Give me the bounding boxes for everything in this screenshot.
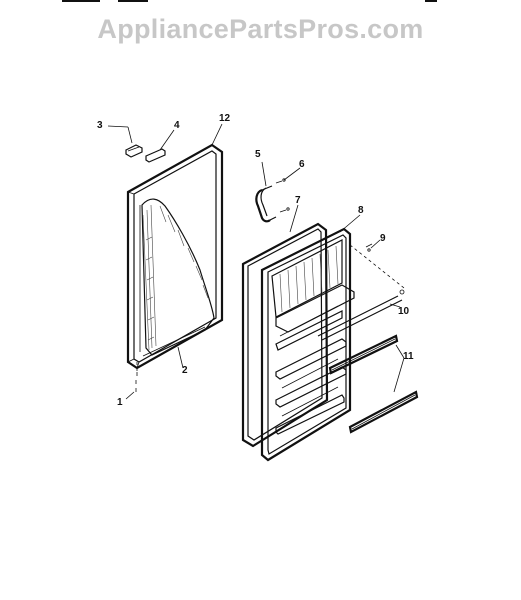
top-edge-rule-left — [62, 0, 100, 2]
callout-2: 2 — [182, 365, 188, 376]
callout-1: 1 — [117, 397, 123, 408]
callout-8: 8 — [358, 205, 364, 216]
callout-7: 7 — [295, 195, 301, 206]
door-insulation-liner — [139, 198, 215, 357]
door-handle — [255, 185, 277, 223]
callout-6: 6 — [299, 159, 305, 170]
assembly-guide-lines — [136, 244, 405, 372]
door-insert-part-3 — [125, 144, 143, 158]
callout-9: 9 — [380, 233, 386, 244]
handle-screws — [275, 178, 290, 213]
shelf-rod-part-10 — [317, 289, 405, 341]
callout-5: 5 — [255, 149, 261, 160]
screw-part-1 — [135, 372, 138, 392]
top-edge-rule-mid — [118, 0, 148, 2]
callout-10: 10 — [398, 306, 410, 317]
door-insert-part-4 — [145, 148, 166, 163]
door-gasket — [241, 222, 329, 448]
watermark-text: AppliancePartsPros.com — [97, 14, 424, 44]
door-stop-part-9 — [365, 243, 373, 252]
callout-3: 3 — [97, 120, 103, 131]
callout-4: 4 — [174, 120, 180, 131]
callout-12: 12 — [219, 113, 231, 124]
outer-door-panel — [126, 143, 224, 370]
shelf-bar-lower — [348, 390, 419, 434]
callout-11: 11 — [403, 351, 414, 362]
callout-leader-lines — [107, 123, 405, 400]
inner-door-liner — [260, 227, 355, 462]
top-edge-rule-right — [425, 0, 437, 2]
shelf-bar-upper — [328, 334, 399, 375]
